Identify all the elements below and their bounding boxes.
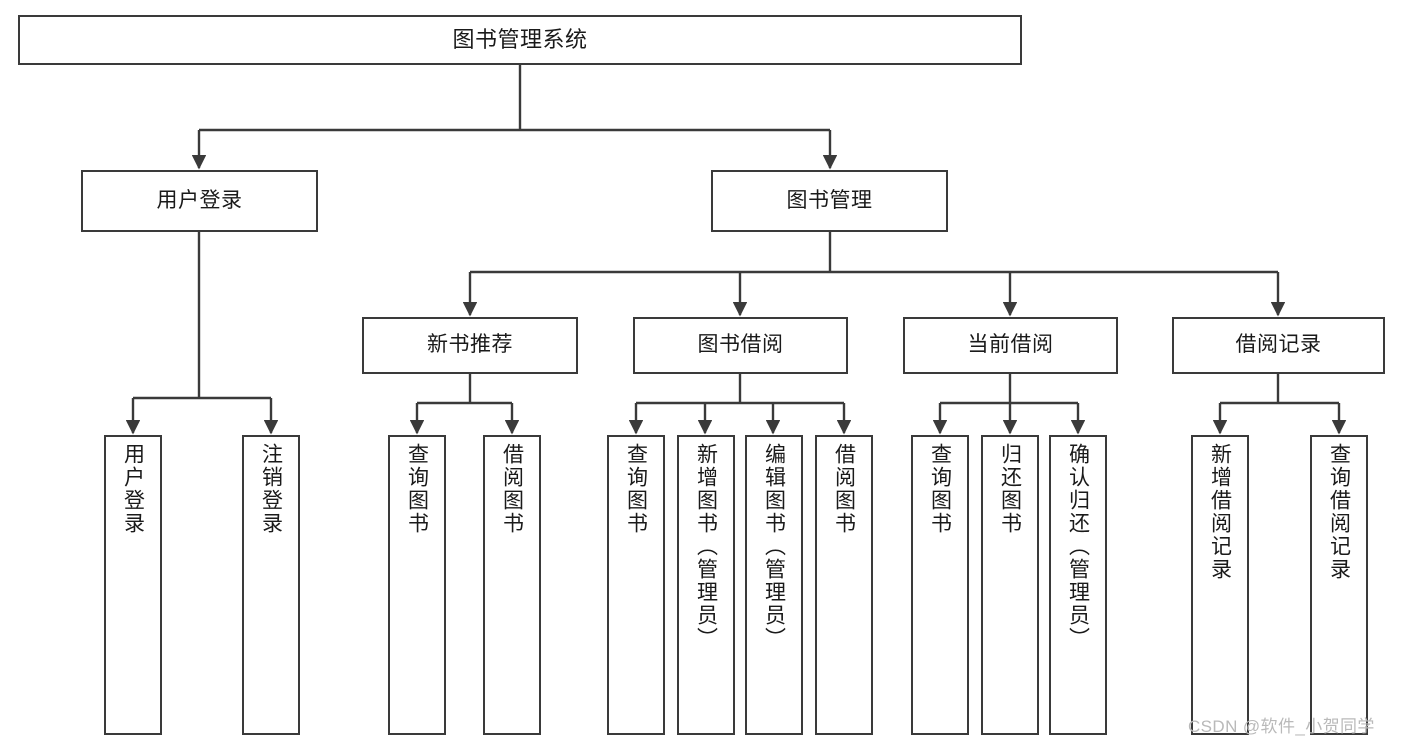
node-label: 借阅图书 [832,443,856,535]
node-leaf-confirm-return-admin[interactable]: 确认归还（管理员） [1049,435,1107,735]
node-label: 查询图书 [405,443,429,535]
node-current-borrowing[interactable]: 当前借阅 [903,317,1118,374]
node-leaf-add-borrow-record[interactable]: 新增借阅记录 [1191,435,1249,735]
node-user-login[interactable]: 用户登录 [81,170,318,232]
node-leaf-borrow-books[interactable]: 借阅图书 [815,435,873,735]
node-label: 借阅记录 [1235,333,1322,357]
node-leaf-query-books-newbook[interactable]: 查询图书 [388,435,446,735]
node-leaf-query-books-borrow[interactable]: 查询图书 [607,435,665,735]
node-leaf-add-book-admin[interactable]: 新增图书（管理员） [677,435,735,735]
node-leaf-return-books[interactable]: 归还图书 [981,435,1039,735]
node-label: 图书管理系统 [452,26,588,52]
node-label: 注销登录 [259,443,283,535]
node-label: 用户登录 [121,443,145,535]
node-leaf-edit-book-admin[interactable]: 编辑图书（管理员） [745,435,803,735]
node-label: 查询图书 [624,443,648,535]
node-root-book-management-system[interactable]: 图书管理系统 [18,15,1022,65]
node-borrowing-records[interactable]: 借阅记录 [1172,317,1385,374]
node-label: 归还图书 [998,443,1022,535]
node-label: 图书管理 [786,188,873,212]
node-label: 用户登录 [156,188,243,212]
node-label: 新增图书（管理员） [694,443,718,650]
node-leaf-borrow-books-newbook[interactable]: 借阅图书 [483,435,541,735]
node-new-book-recommendation[interactable]: 新书推荐 [362,317,578,374]
node-label: 图书借阅 [697,333,784,357]
node-label: 查询借阅记录 [1327,443,1351,581]
node-label: 当前借阅 [967,333,1054,357]
node-leaf-user-login[interactable]: 用户登录 [104,435,162,735]
node-book-management[interactable]: 图书管理 [711,170,948,232]
node-leaf-logout[interactable]: 注销登录 [242,435,300,735]
node-label: 确认归还（管理员） [1066,443,1090,650]
node-label: 编辑图书（管理员） [762,443,786,650]
node-label: 新书推荐 [427,333,513,357]
node-label: 查询图书 [928,443,952,535]
node-leaf-query-books-current[interactable]: 查询图书 [911,435,969,735]
node-label: 新增借阅记录 [1208,443,1232,581]
node-label: 借阅图书 [500,443,524,535]
node-leaf-query-borrow-record[interactable]: 查询借阅记录 [1310,435,1368,735]
csdn-watermark: CSDN @软件_小贺同学 [1188,717,1375,736]
node-book-borrowing[interactable]: 图书借阅 [633,317,848,374]
